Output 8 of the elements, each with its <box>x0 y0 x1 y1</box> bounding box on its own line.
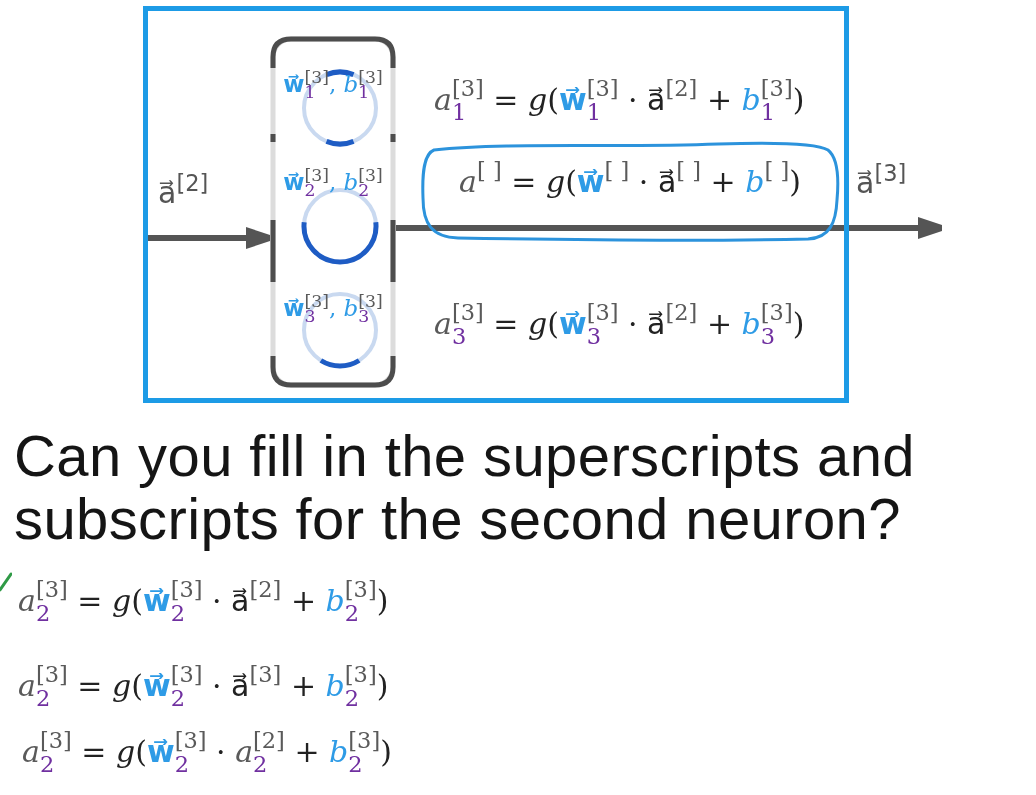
frame-box <box>143 6 849 403</box>
answer-option: a$_{2}$$^{[3]}$ = g(w⃗$_{2}$$^{[3]}$ · a⃗$^{[2]}$ + b$_{2}$$^{[3]}$) <box>18 571 389 631</box>
question-text: Can you fill in the superscripts and subscripts for the second neuron? <box>14 424 916 550</box>
equation: a$^{[ ]}$ = g(w⃗$^{[ ]}$ · a⃗$^{[ ]}$ + b$^{[ ]}$) <box>459 156 801 201</box>
equation: a$_{1}$$^{[3]}$ = g(w⃗$_{1}$$^{[3]}$ · a⃗$^{[2]}$ + b$_{1}$$^{[3]}$) <box>434 74 805 128</box>
equation: a$_{3}$$^{[3]}$ = g(w⃗$_{3}$$^{[3]}$ · a⃗$^{[2]}$ + b$_{3}$$^{[3]}$) <box>434 298 805 352</box>
answer-option: a$_{2}$$^{[3]}$ = g(w⃗$_{2}$$^{[3]}$ · a⃗$^{[3]}$ + b$_{2}$$^{[3]}$) <box>18 656 389 716</box>
answer-option: a$_{2}$$^{[3]}$ = g(w⃗$_{2}$$^{[3]}$ · a$_{2}$$^{[2]}$ + b$_{2}$$^{[3]}$) <box>22 722 392 782</box>
